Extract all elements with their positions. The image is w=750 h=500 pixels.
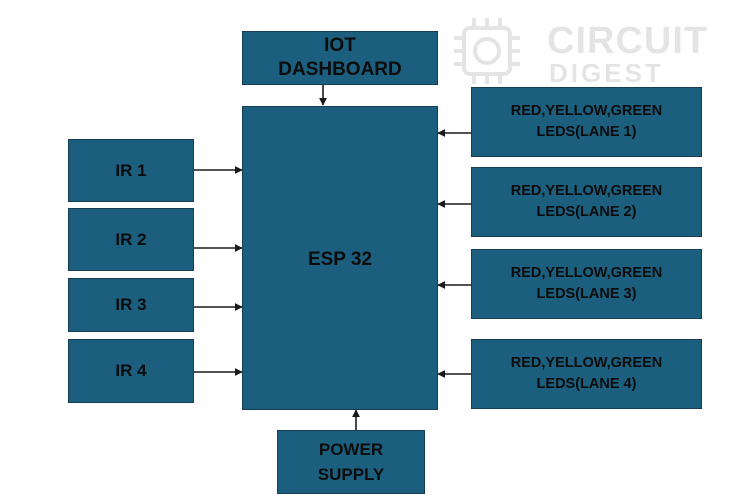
ir-sensor-1-block: IR 1 bbox=[68, 139, 194, 202]
watermark-line-2: DIGEST bbox=[549, 58, 664, 88]
ir-sensor-2-block: IR 2 bbox=[68, 208, 194, 271]
led-lane-4-line-1: RED,YELLOW,GREEN bbox=[510, 355, 663, 371]
esp32-block: ESP 32 bbox=[242, 106, 438, 410]
ir-sensor-4-label: IR 4 bbox=[115, 361, 147, 380]
iot-dashboard-line-1: IOT bbox=[324, 35, 356, 56]
led-lane-4-line-2: LEDS(LANE 4) bbox=[536, 376, 637, 392]
led-lane-1-line-2: LEDS(LANE 1) bbox=[536, 124, 637, 140]
ir-sensor-3-label: IR 3 bbox=[115, 295, 147, 314]
chip-icon bbox=[454, 18, 520, 84]
led-lane-2-line-1: RED,YELLOW,GREEN bbox=[510, 183, 663, 199]
led-lane-1-block: RED,YELLOW,GREEN LEDS(LANE 1) bbox=[471, 87, 702, 157]
led-lane-2-line-2: LEDS(LANE 2) bbox=[536, 204, 637, 220]
led-lane-3-line-2: LEDS(LANE 3) bbox=[536, 286, 637, 302]
watermark-line-1: CIRCUIT bbox=[547, 20, 709, 62]
led-lane-4-block: RED,YELLOW,GREEN LEDS(LANE 4) bbox=[471, 339, 702, 409]
led-lane-3-line-1: RED,YELLOW,GREEN bbox=[510, 265, 663, 281]
watermark-logo: CIRCUIT DIGEST bbox=[452, 16, 742, 88]
power-supply-block: POWER SUPPLY bbox=[277, 430, 425, 494]
led-lane-2-block: RED,YELLOW,GREEN LEDS(LANE 2) bbox=[471, 167, 702, 237]
ir-sensor-2-label: IR 2 bbox=[115, 229, 147, 249]
led-lane-1-line-1: RED,YELLOW,GREEN bbox=[510, 103, 663, 119]
ir-sensor-4-block: IR 4 bbox=[68, 339, 194, 403]
ir-sensor-3-block: IR 3 bbox=[68, 278, 194, 332]
esp32-label: ESP 32 bbox=[307, 249, 373, 270]
iot-dashboard-block: IOT DASHBOARD bbox=[242, 31, 438, 85]
iot-dashboard-line-2: DASHBOARD bbox=[278, 59, 402, 80]
power-supply-line-2: SUPPLY bbox=[317, 465, 385, 484]
led-lane-3-block: RED,YELLOW,GREEN LEDS(LANE 3) bbox=[471, 249, 702, 319]
ir-sensor-1-label: IR 1 bbox=[115, 160, 147, 180]
power-supply-line-1: POWER bbox=[318, 440, 384, 459]
